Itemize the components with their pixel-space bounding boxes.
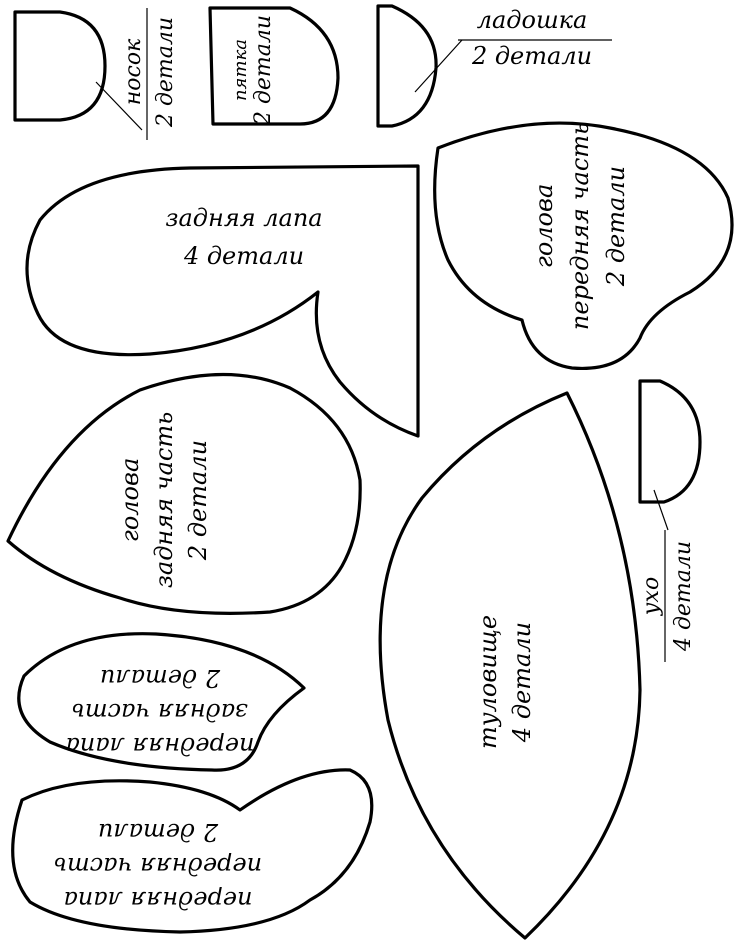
body-count-label: 4 детали [508,622,536,743]
front-paw-back-line1-label: передняя лапа [65,732,254,760]
front-paw-front-outline [11,768,374,934]
piece-palm: ладошка 2 детали [376,4,612,128]
ear-outline [638,379,702,504]
head-back-count-label: 2 детали [184,440,212,561]
piece-head-front: голова передняя часть 2 детали [433,121,734,371]
sock-outline [13,10,107,122]
heel-name-label: пятка [230,39,251,101]
ear-name-label: ухо [639,577,664,616]
head-back-outline [6,372,362,615]
head-back-line1-label: голова [116,458,144,543]
front-paw-front-line2-label: передняя часть [54,852,262,880]
head-front-line1-label: голова [530,184,558,269]
front-paw-back-line2-label: задняя часть [72,698,248,726]
heel-count-label: 2 детали [251,15,276,126]
piece-head-back: голова задняя часть 2 детали [6,372,362,615]
palm-pointer-line [414,39,463,93]
piece-hind-paw: задняя лапа 4 детали [25,164,420,438]
piece-heel: пятка 2 детали [208,6,340,126]
ear-pointer-line [653,489,669,531]
piece-body: туловище 4 детали [378,391,642,940]
piece-ear: ухо 4 детали [638,379,702,662]
palm-name-label: ладошка [477,6,588,34]
palm-outline [376,4,438,128]
head-front-count-label: 2 детали [602,166,630,287]
hind-paw-count-label: 4 детали [183,242,304,270]
sock-count-label: 2 детали [153,17,178,128]
front-paw-back-count-label: 2 детали [100,664,221,692]
front-paw-front-line1-label: передняя лапа [63,886,252,914]
sock-name-label: носок [121,38,146,105]
sock-pointer-line [95,81,143,131]
piece-front-paw-front: передняя лапа передняя часть 2 детали [11,768,374,934]
head-front-outline [433,121,734,371]
piece-sock: носок 2 детали [13,8,178,140]
body-outline [378,391,642,940]
body-name-label: туловище [474,615,502,749]
piece-front-paw-back: передняя лапа задняя часть 2 детали [17,632,306,772]
head-back-line2-label: задняя часть [150,412,178,588]
head-front-line2-label: передняя часть [566,122,594,330]
palm-count-label: 2 детали [471,42,592,70]
front-paw-back-outline [17,632,306,772]
ear-count-label: 4 детали [671,541,696,652]
front-paw-front-count-label: 2 детали [98,818,219,846]
heel-outline [208,6,340,126]
hind-paw-outline [25,164,420,438]
hind-paw-name-label: задняя лапа [165,204,322,232]
